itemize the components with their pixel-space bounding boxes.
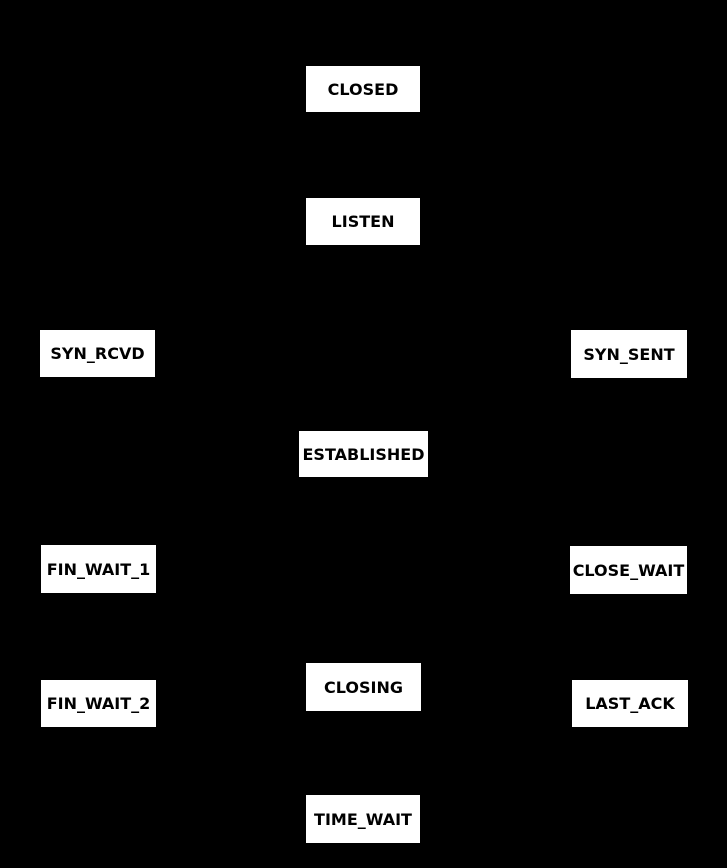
state-label-listen: LISTEN	[331, 212, 395, 231]
state-node-syn-sent: SYN_SENT	[571, 330, 687, 378]
state-node-fin-wait-2: FIN_WAIT_2	[41, 680, 156, 727]
state-node-closed: CLOSED	[306, 66, 420, 112]
state-label-closed: CLOSED	[327, 79, 399, 99]
state-node-fin-wait-1: FIN_WAIT_1	[41, 545, 156, 593]
state-label-established: ESTABLISHED	[302, 444, 425, 464]
state-label-closing: CLOSING	[324, 677, 403, 697]
state-label-time-wait: TIME_WAIT	[314, 809, 412, 829]
state-label-close-wait: CLOSE_WAIT	[572, 560, 685, 580]
state-label-last-ack: LAST_ACK	[585, 694, 675, 713]
state-node-close-wait: CLOSE_WAIT	[570, 546, 687, 594]
state-label-syn-sent: SYN_SENT	[583, 344, 675, 364]
state-node-time-wait: TIME_WAIT	[306, 795, 420, 843]
state-node-listen: LISTEN	[306, 198, 420, 245]
state-node-last-ack: LAST_ACK	[572, 680, 688, 727]
state-node-closing: CLOSING	[306, 663, 421, 711]
state-label-fin-wait-1: FIN_WAIT_1	[46, 559, 151, 579]
state-label-fin-wait-2: FIN_WAIT_2	[46, 694, 151, 713]
state-label-syn-rcvd: SYN_RCVD	[50, 344, 145, 363]
state-node-established: ESTABLISHED	[299, 431, 428, 477]
state-node-syn-rcvd: SYN_RCVD	[40, 330, 155, 377]
